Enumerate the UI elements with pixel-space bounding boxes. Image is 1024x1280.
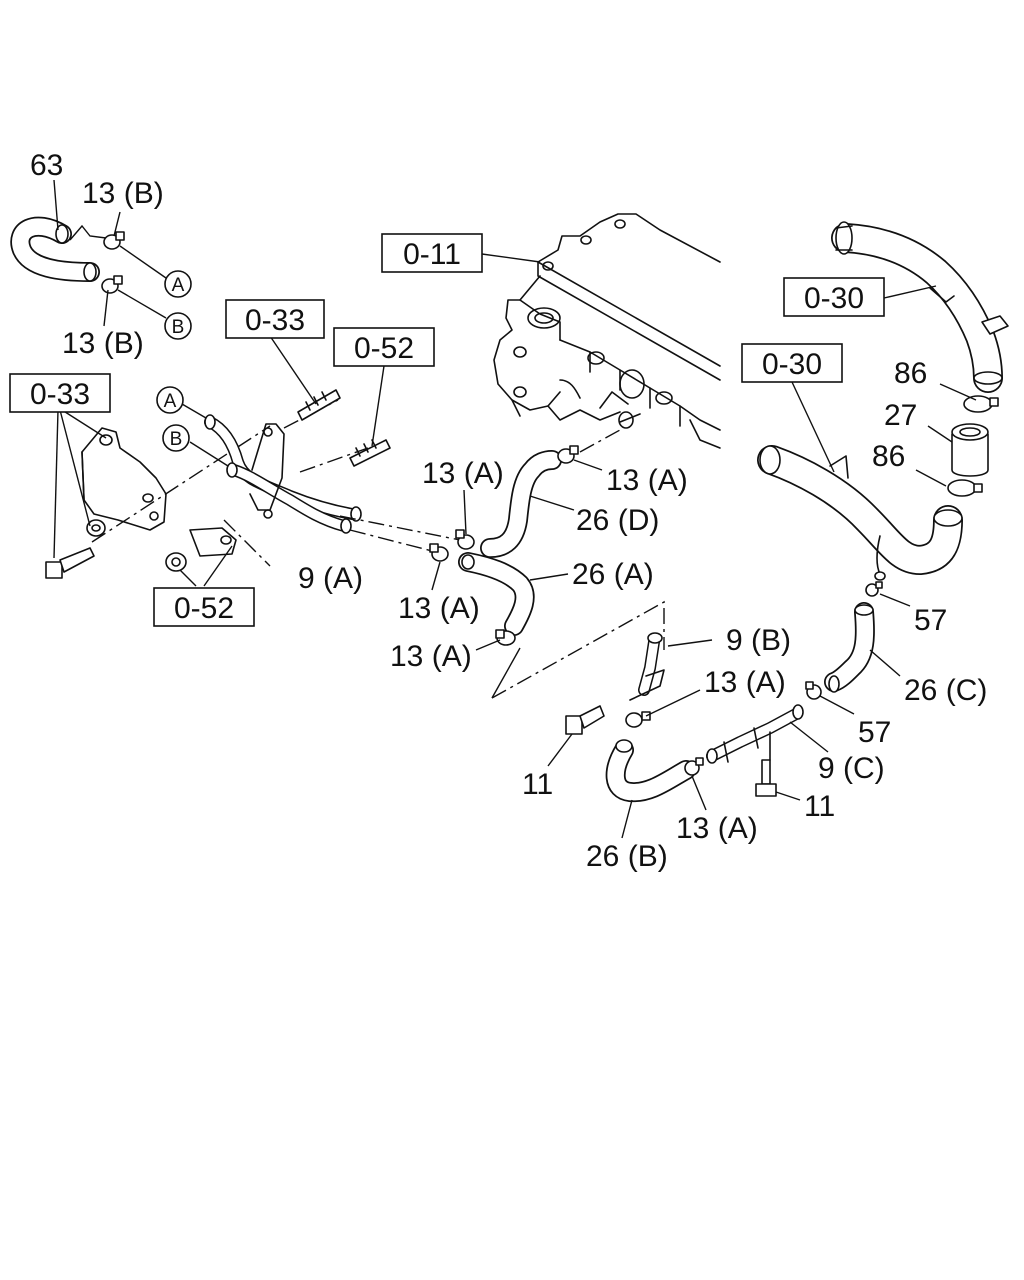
circle-b-left: B (162, 424, 190, 452)
circle-a-left-text: A (164, 391, 177, 412)
ref-0-30-upper-label: 0-30 (804, 282, 864, 315)
mount-bracket (81, 427, 167, 531)
circle-b-left-text: B (170, 429, 183, 450)
label-26b: 26 (B) (586, 840, 668, 873)
clamp-13a-1 (557, 445, 579, 464)
ref-box-0-33-upper[interactable]: 0-33 (225, 299, 325, 339)
bolt-11-left (565, 705, 605, 735)
hose-26a (458, 552, 535, 636)
stud-lower (349, 439, 391, 467)
pipe-9b (629, 632, 665, 701)
hose-26b (605, 739, 696, 803)
label-11-right: 11 (804, 790, 835, 823)
clamp-13a-4 (495, 629, 516, 646)
plate-lower (189, 527, 237, 557)
pipe-9c (706, 704, 804, 764)
label-26c: 26 (C) (904, 674, 987, 707)
label-13a-6: 13 (A) (676, 812, 758, 845)
label-9a: 9 (A) (298, 562, 363, 595)
clamp-13a-5 (625, 711, 651, 728)
clamp-13a-3 (429, 543, 449, 562)
clamp-57-upper (865, 581, 883, 597)
clamp-13b-top (103, 231, 125, 250)
bolt-left (45, 547, 95, 579)
ref-0-30-lower-label: 0-30 (762, 348, 822, 381)
ref-0-11-label: 0-11 (403, 238, 461, 271)
outlet-pipe-upper (831, 221, 1009, 393)
circle-b-right-text: B (172, 317, 185, 338)
clamp-86-upper (963, 395, 999, 413)
ref-box-0-30-upper[interactable]: 0-30 (783, 277, 885, 317)
label-9c: 9 (C) (818, 752, 885, 785)
label-86-upper: 86 (894, 357, 927, 390)
clamp-13a-2 (455, 529, 475, 550)
circle-a-right: A (164, 270, 192, 298)
bolt-11-right (755, 759, 777, 797)
label-57-upper: 57 (914, 604, 947, 637)
clamp-86-lower (947, 479, 983, 497)
circle-a-left: A (156, 386, 184, 414)
label-13a-4: 13 (A) (390, 640, 472, 673)
ref-box-0-33-left[interactable]: 0-33 (9, 373, 111, 413)
outlet-pipe-lower (757, 445, 963, 581)
hose-63 (10, 216, 107, 282)
clamp-57-lower (805, 681, 822, 700)
label-86-lower: 86 (872, 440, 905, 473)
label-11-left: 11 (522, 768, 553, 801)
ref-0-52-lower-label: 0-52 (174, 592, 234, 625)
circle-b-right: B (164, 312, 192, 340)
ref-box-0-30-lower[interactable]: 0-30 (741, 343, 843, 383)
cylinder-head (493, 213, 721, 449)
water-pipe-9a (204, 414, 362, 534)
clamp-13b-bottom (101, 275, 123, 294)
circle-a-right-text: A (172, 275, 185, 296)
label-26a: 26 (A) (572, 558, 654, 591)
label-26d: 26 (D) (576, 504, 659, 537)
label-63: 63 (30, 149, 63, 182)
label-13b-top: 13 (B) (82, 177, 164, 210)
label-13a-1: 13 (A) (422, 457, 504, 490)
ref-0-33-left-label: 0-33 (30, 378, 90, 411)
label-13a-5: 13 (A) (704, 666, 786, 699)
hose-26c (824, 602, 875, 693)
ref-box-0-52-upper[interactable]: 0-52 (333, 327, 435, 367)
label-27: 27 (884, 399, 917, 432)
label-13a-3: 13 (A) (398, 592, 480, 625)
hose-26d (480, 450, 562, 558)
hose-27 (951, 423, 989, 477)
label-13b-bottom: 13 (B) (62, 327, 144, 360)
label-13a-2: 13 (A) (606, 464, 688, 497)
ref-0-52-upper-label: 0-52 (354, 332, 414, 365)
stud-upper (297, 389, 341, 421)
label-57-lower: 57 (858, 716, 891, 749)
nut-lower (165, 552, 187, 572)
ref-box-0-52-lower[interactable]: 0-52 (153, 587, 255, 627)
clamp-13a-6 (684, 757, 704, 776)
label-9b: 9 (B) (726, 624, 791, 657)
ref-box-0-11[interactable]: 0-11 (381, 233, 483, 273)
ref-0-33-upper-label: 0-33 (245, 304, 305, 337)
nut-upper (86, 519, 106, 537)
